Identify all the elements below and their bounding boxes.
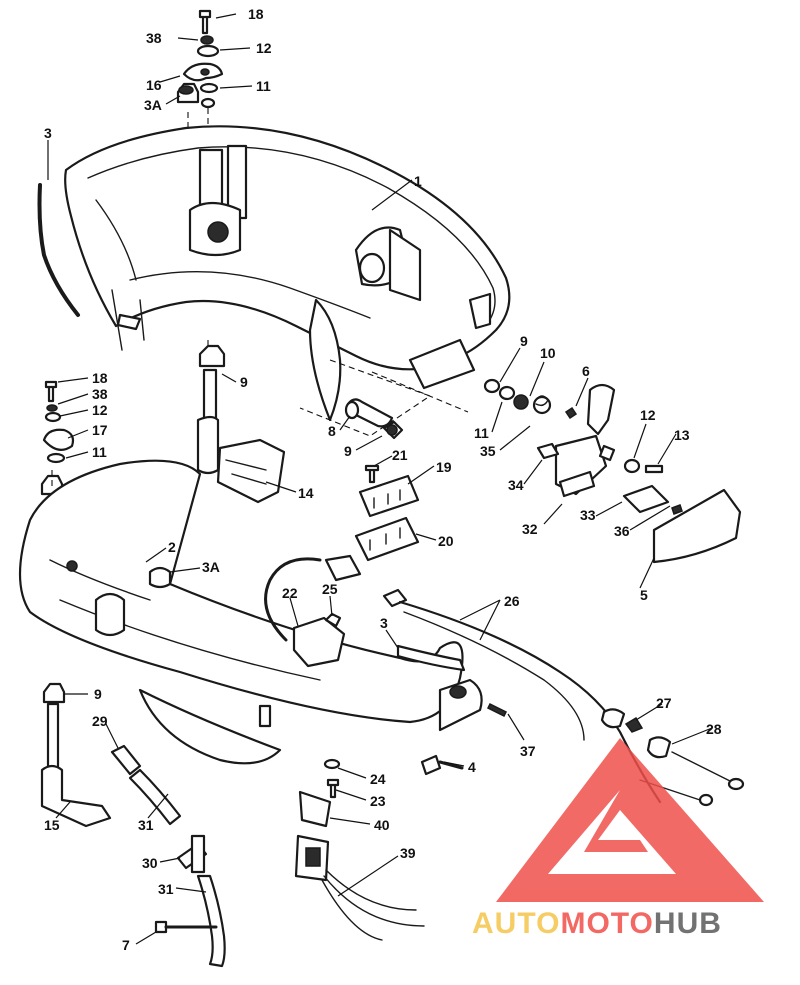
callout-39: 39 [400, 845, 416, 861]
callout-36: 36 [614, 523, 630, 539]
callout-8: 8 [328, 423, 336, 439]
callout-23: 23 [370, 793, 386, 809]
callout-32: 32 [522, 521, 538, 537]
callout-2: 2 [168, 539, 176, 555]
callout-19: 19 [436, 459, 452, 475]
svg-text:AUTOMOTOHUB: AUTOMOTOHUB [472, 907, 722, 940]
callout-30: 30 [142, 855, 158, 871]
callout-38-top: 38 [146, 30, 162, 46]
callout-9-b: 9 [240, 374, 248, 390]
callout-15: 15 [44, 817, 60, 833]
seal-strip-3 [37, 183, 80, 317]
callout-27: 27 [656, 695, 672, 711]
top-hardware-stack [176, 9, 224, 142]
callout-35: 35 [480, 443, 496, 459]
callout-3A-mid: 3A [202, 559, 220, 575]
screw-4 [420, 754, 464, 776]
callout-11-top: 11 [256, 78, 271, 94]
leader-lines [47, 13, 713, 945]
cowl-half-2 [18, 459, 483, 765]
switch-and-harness-22 [264, 554, 362, 668]
seal-strip-3-lower [396, 644, 466, 672]
callout-37: 37 [520, 743, 536, 759]
callout-22: 22 [282, 585, 298, 601]
callout-7: 7 [122, 937, 130, 953]
callout-40: 40 [374, 817, 390, 833]
watermark-text-auto: AUTO [472, 907, 560, 940]
callout-10: 10 [540, 345, 556, 361]
watermark-triangle-logo [496, 738, 764, 902]
callout-18-top: 18 [248, 6, 264, 22]
fastener-24-23-and-harness-39 [294, 758, 425, 941]
callout-9-d: 9 [94, 686, 102, 702]
callout-31-upper: 31 [138, 817, 154, 833]
automotohub-watermark: AUTOMOTOHUB [472, 738, 764, 940]
callout-34: 34 [508, 477, 524, 493]
left-hardware-stack [40, 380, 75, 496]
callout-4: 4 [468, 759, 476, 775]
clip-parts-19-20-21 [354, 464, 420, 562]
cowl-half-1 [64, 125, 511, 422]
callout-12-left: 12 [92, 402, 108, 418]
callout-12-top: 12 [256, 40, 272, 56]
callout-25: 25 [322, 581, 338, 597]
callout-13: 13 [674, 427, 690, 443]
grommet-and-bracket-14 [196, 344, 286, 504]
callout-21: 21 [392, 447, 408, 463]
shift-linkage-hardware [344, 378, 742, 564]
callout-9-c: 9 [344, 443, 352, 459]
callout-12-right: 12 [640, 407, 656, 423]
callout-16: 16 [146, 77, 162, 93]
callout-11-left: 11 [92, 444, 107, 460]
callout-3-mid: 3 [380, 615, 388, 631]
callout-38-left: 38 [92, 386, 108, 402]
callout-labels: 18 38 12 16 11 3A 3 1 9 10 6 9 18 38 12 … [44, 6, 722, 953]
callout-28: 28 [706, 721, 722, 737]
callout-1: 1 [414, 173, 422, 189]
callout-29: 29 [92, 713, 108, 729]
callout-5: 5 [640, 587, 648, 603]
callout-14: 14 [298, 485, 314, 501]
callout-3-top: 3 [44, 125, 52, 141]
callout-20: 20 [438, 533, 454, 549]
watermark-text-moto: MOTO [560, 907, 653, 940]
callout-18-left: 18 [92, 370, 108, 386]
watermark-text-hub: HUB [654, 907, 722, 940]
callout-9-a: 9 [520, 333, 528, 349]
callout-17: 17 [92, 422, 108, 438]
callout-26: 26 [504, 593, 520, 609]
callout-31-lower: 31 [158, 881, 174, 897]
callout-3A-top: 3A [144, 97, 162, 113]
callout-6: 6 [582, 363, 590, 379]
pin-37 [486, 702, 508, 718]
callout-11-mid: 11 [474, 425, 489, 441]
callout-24: 24 [370, 771, 386, 787]
callout-33: 33 [580, 507, 596, 523]
lower-left-hardware [40, 682, 226, 968]
